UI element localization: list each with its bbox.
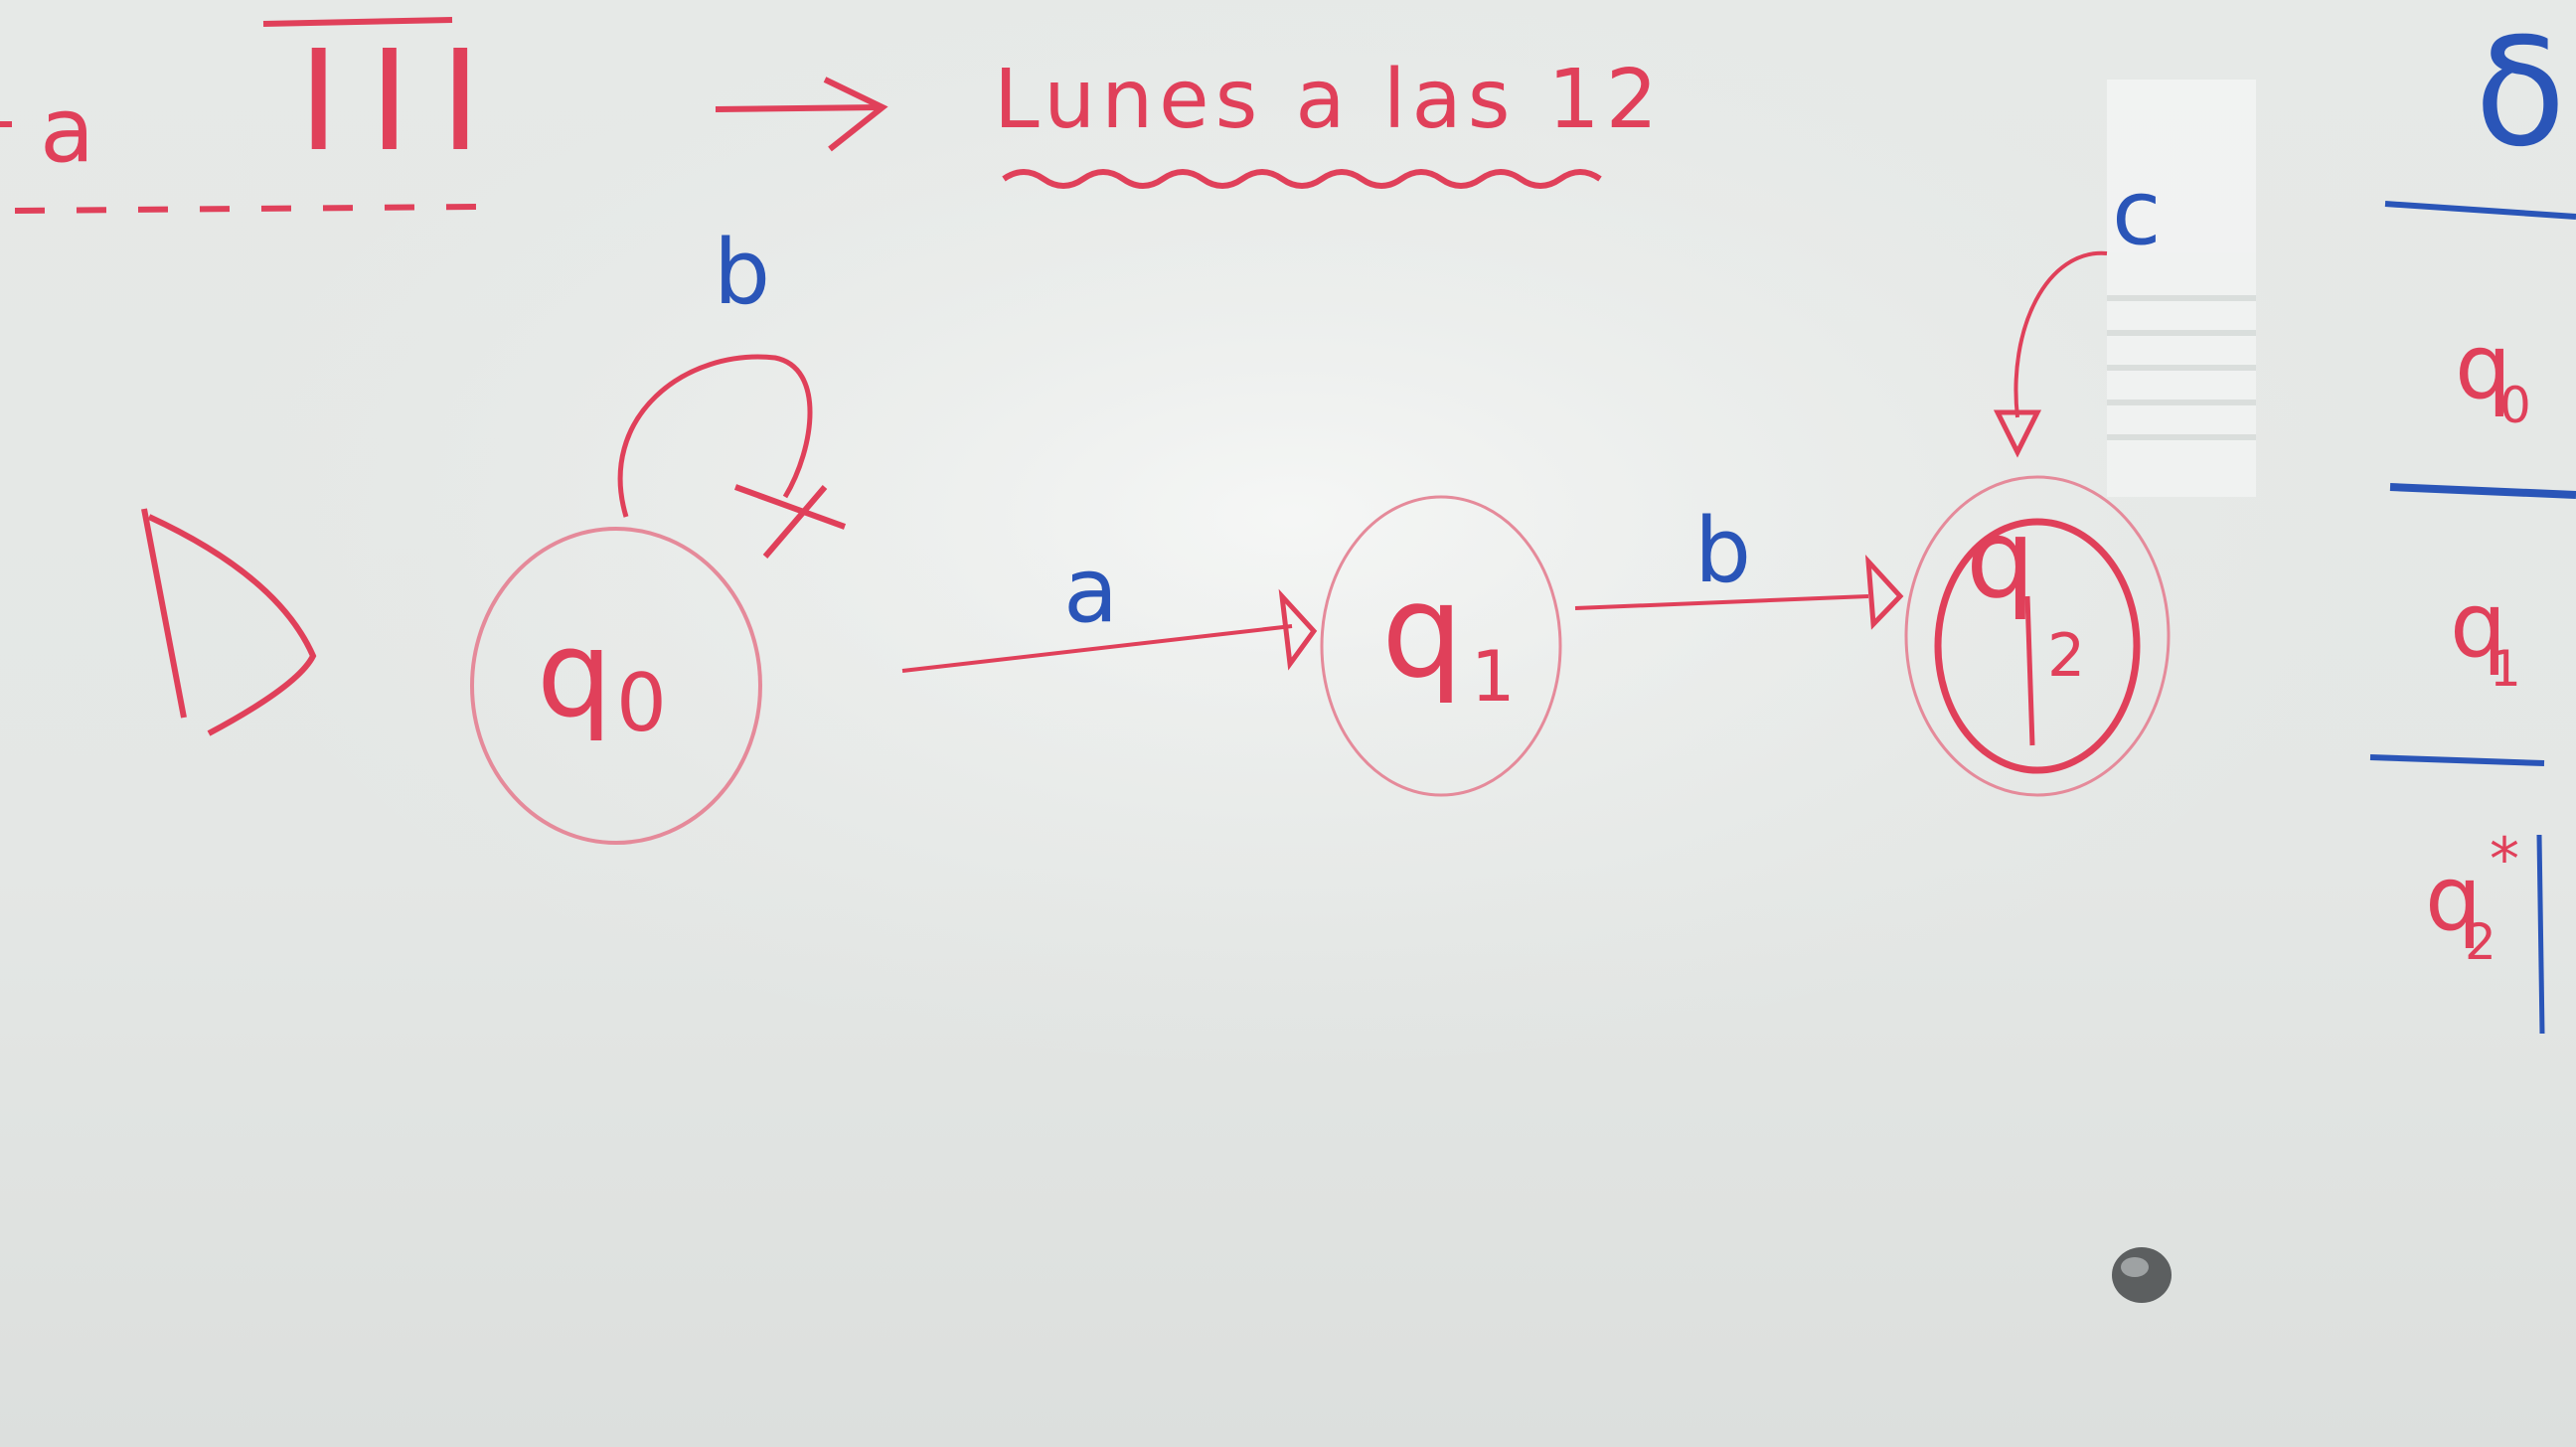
window-reflection [2107, 80, 2256, 497]
board-glare [199, 0, 2385, 1073]
table-vertical-rule [2536, 834, 2545, 1035]
table-row-q2-label: q [2425, 847, 2482, 951]
state-q1-subscript: 1 [1471, 636, 1516, 718]
table-row-q0: q 0 [2455, 315, 2531, 434]
table-row-q0-subscript: 0 [2499, 377, 2531, 434]
state-q2-label: q [1966, 495, 2035, 622]
edge-q0-q1-symbol: a [1063, 539, 1118, 643]
table-row-q1-label: q [2450, 573, 2506, 678]
header-left-fragment: a [0, 79, 94, 183]
table-rule-3 [2369, 754, 2545, 766]
table-rule-2 [2389, 483, 2576, 499]
note-text: Lunes a las 12 [994, 53, 1664, 147]
edge-q1-q2-symbol: b [1694, 499, 1751, 603]
roman-numeral: III [262, 17, 511, 183]
state-q2-outer-circle [1904, 475, 2171, 797]
table-row-q0-label: q [2455, 315, 2511, 419]
loop-q0-symbol: b [714, 221, 770, 325]
state-q1-circle [1320, 495, 1562, 797]
state-q1: q 1 [1320, 495, 1562, 797]
table-rule-1 [2384, 201, 2576, 220]
edge-q1-q2: b [1574, 499, 1904, 630]
header-left-fragment-text: a [40, 79, 94, 183]
header-arrow [715, 77, 888, 152]
board-magnet [2112, 1247, 2172, 1303]
dashed-underline [14, 204, 478, 214]
state-q0-label: q [537, 606, 612, 744]
start-arrow [141, 508, 317, 736]
table-row-q2-mark: * [2490, 825, 2519, 894]
state-q0: q 0 [470, 527, 762, 845]
table-row-q1: q 1 [2450, 573, 2521, 698]
state-q0-circle [470, 527, 762, 845]
transition-table: δ q 0 q 1 q 2 * [2369, 7, 2576, 1035]
state-q0-subscript: 0 [616, 657, 667, 749]
state-q2-subscript: 2 [2047, 621, 2085, 691]
table-row-q2-subscript: 2 [2465, 913, 2496, 971]
loop-q2: c [1993, 161, 2161, 458]
table-header: δ [2475, 7, 2566, 180]
note-wavy-underline [1002, 169, 1602, 189]
table-row-q1-subscript: 1 [2490, 640, 2521, 698]
roman-numeral-text: III [298, 21, 511, 183]
loop-q0: b [617, 221, 847, 559]
table-row-q2: q 2 * [2425, 825, 2519, 971]
state-q1-label: q [1381, 556, 1464, 707]
state-q2: q 2 [1904, 475, 2171, 797]
loop-q2-symbol: c [2112, 161, 2161, 265]
edge-q0-q1: a [901, 539, 1318, 673]
state-q2-inner-circle [1934, 518, 2141, 774]
